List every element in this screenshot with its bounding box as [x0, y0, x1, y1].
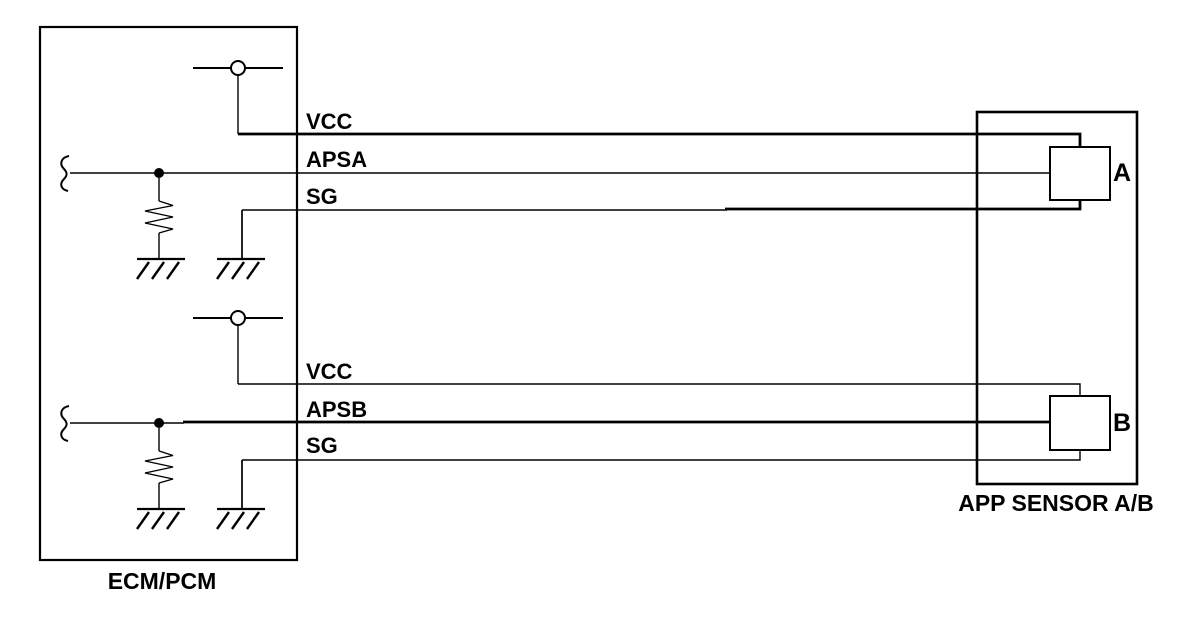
- wire-break-squiggle-a: [60, 155, 70, 192]
- ground-hatch: [246, 511, 260, 530]
- app-sensor-box: [975, 110, 1139, 486]
- vcc-wire-a: [238, 132, 1082, 148]
- ground-icon-sg-b: [216, 507, 265, 530]
- apsb-label: APSB: [306, 397, 367, 422]
- channel-a: VCC APSA SG A: [60, 60, 1131, 280]
- wire-break-squiggle-b: [60, 405, 70, 442]
- app-sensor-label: APP SENSOR A/B: [958, 490, 1154, 516]
- junction-dot-b: [154, 418, 164, 428]
- ground-hatch: [166, 261, 180, 280]
- ecm-box: [38, 25, 299, 562]
- sg-wire-a-right: [725, 199, 1082, 211]
- ground-icon-resistor-a: [136, 257, 185, 280]
- connector-b-box: [1049, 395, 1111, 451]
- ground-hatch: [216, 261, 230, 280]
- ecm-label: ECM/PCM: [108, 568, 217, 594]
- power-terminal-icon-b: [230, 310, 246, 326]
- ground-hatch: [136, 261, 150, 280]
- ground-hatch: [216, 511, 230, 530]
- connector-a-box: [1049, 146, 1111, 201]
- ground-hatch: [166, 511, 180, 530]
- ground-hatch: [151, 261, 165, 280]
- ground-icon-sg-a: [216, 257, 265, 280]
- connector-a-letter: A: [1113, 159, 1131, 187]
- channel-b: VCC APSB SG B: [60, 310, 1131, 530]
- ground-icon-resistor-b: [136, 507, 185, 530]
- resistor-icon-b: [144, 450, 174, 484]
- sg-label-b: SG: [306, 433, 338, 458]
- ground-hatch: [246, 261, 260, 280]
- connector-b-letter: B: [1113, 409, 1131, 437]
- junction-dot-a: [154, 168, 164, 178]
- resistor-icon-a: [144, 200, 174, 234]
- ground-hatch: [151, 511, 165, 530]
- ground-hatch: [136, 511, 150, 530]
- vcc-label-b: VCC: [306, 359, 353, 384]
- ground-hatch: [231, 261, 245, 280]
- ground-hatch: [231, 511, 245, 530]
- sg-wire-b: [242, 450, 1081, 461]
- power-terminal-icon-a: [230, 60, 246, 76]
- sg-label-a: SG: [306, 184, 338, 209]
- vcc-label-a: VCC: [306, 109, 353, 134]
- vcc-wire-b: [238, 383, 1081, 397]
- apsa-label: APSA: [306, 147, 367, 172]
